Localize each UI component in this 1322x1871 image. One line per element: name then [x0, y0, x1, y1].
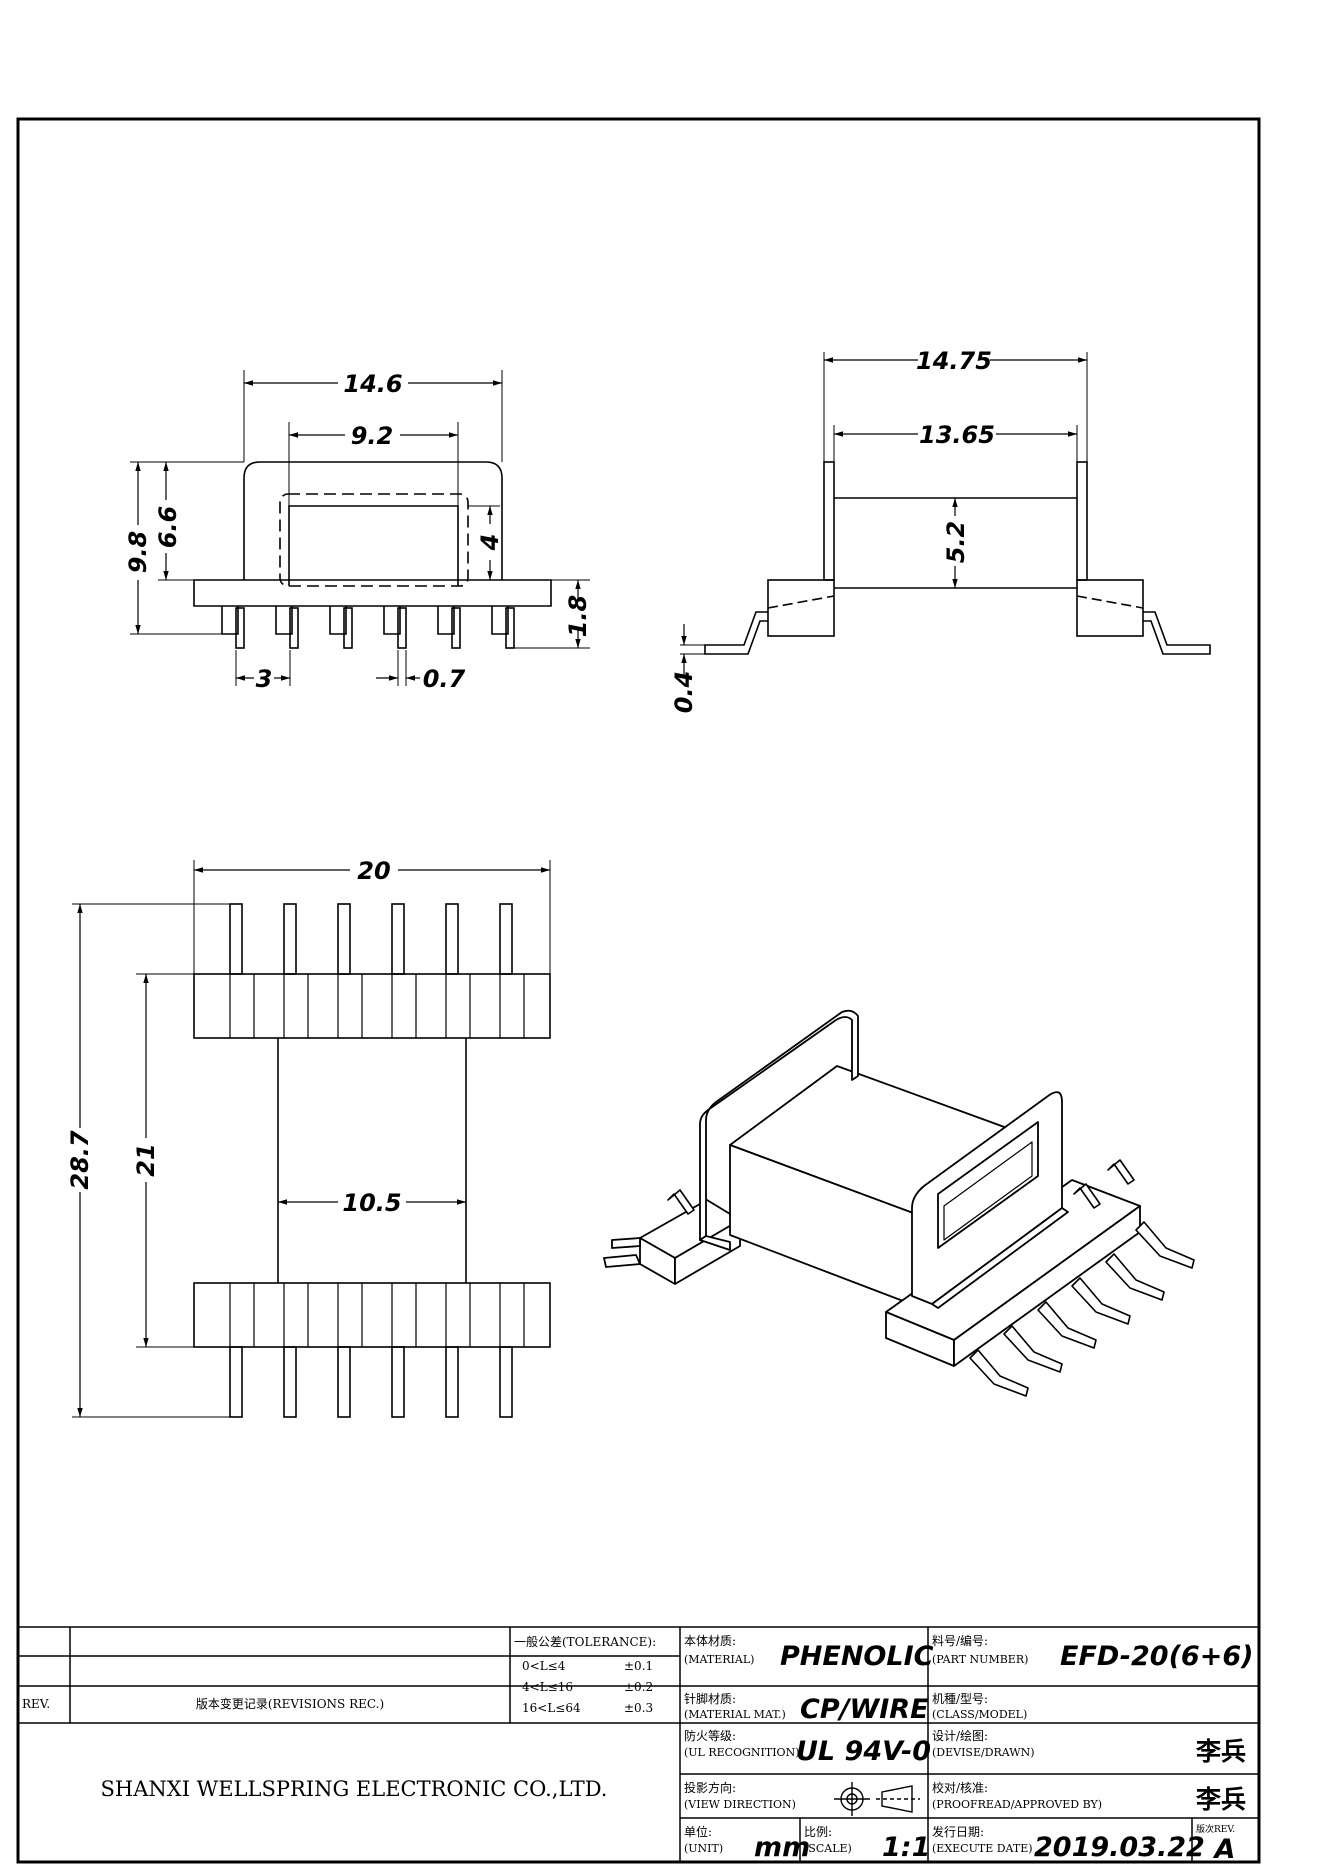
- class-en-label: (CLASS/MODEL): [932, 1708, 1027, 1721]
- dim-front-pin-width: 0.7: [423, 665, 466, 693]
- edition-value: A: [1213, 1834, 1236, 1865]
- tolerance-label: 一般公差(TOLERANCE):: [514, 1634, 656, 1649]
- revisions-label: 版本变更记录(REVISIONS REC.): [196, 1696, 384, 1711]
- title-block-grid: [18, 1626, 1259, 1862]
- material-en-label: (MATERIAL): [684, 1653, 754, 1666]
- unit-cn-label: 单位:: [684, 1824, 712, 1839]
- view-cn-label: 投影方向:: [684, 1780, 736, 1795]
- front-pins: [221, 606, 515, 649]
- design-en-label: (DEVISE/DRAWN): [932, 1746, 1035, 1759]
- proof-en-label: (PROOFREAD/APPROVED BY): [932, 1798, 1102, 1811]
- dim-side-core-height: 5.2: [942, 521, 970, 564]
- date-en-label: (EXECUTE DATE): [932, 1842, 1033, 1855]
- dim-front-window-height: 4: [476, 534, 504, 552]
- scale-value: 1:1: [882, 1832, 930, 1863]
- pin-material-en-label: (MATERIAL MAT.): [684, 1708, 786, 1721]
- ul-value: UL 94V-0: [796, 1736, 931, 1767]
- part-cn-label: 料号/编号:: [932, 1633, 988, 1648]
- dim-front-pin-pitch: 3: [256, 665, 273, 693]
- proof-cn-label: 校对/核准:: [932, 1780, 988, 1795]
- company-name: SHANXI WELLSPRING ELECTRONIC CO.,LTD.: [101, 1777, 608, 1801]
- part-en-label: (PART NUMBER): [932, 1653, 1028, 1666]
- side-view-labels: 14.75 13.65 5.2 0.4: [670, 347, 995, 713]
- projection-symbol-icon: [834, 1782, 920, 1816]
- approver-name: 李兵: [1196, 1785, 1246, 1814]
- dim-front-inner-width: 9.2: [351, 422, 394, 450]
- date-cn-label: 发行日期:: [932, 1824, 984, 1839]
- isometric-view: [603, 1009, 1195, 1397]
- part-number-value: EFD-20(6+6): [1060, 1641, 1253, 1672]
- dim-side-lead-thickness: 0.4: [670, 671, 698, 714]
- dim-top-total-length: 28.7: [66, 1130, 94, 1190]
- dim-side-overall-width: 14.75: [916, 347, 992, 375]
- sheet-border: [16, 117, 1261, 1864]
- tolerance-value-2: ±0.2: [624, 1680, 653, 1694]
- tolerance-range-3: 16<L≤64: [522, 1701, 581, 1715]
- ul-en-label: (UL RECOGNITION): [684, 1746, 799, 1759]
- dim-top-width: 20: [357, 857, 390, 885]
- scale-en-label: (SCALE): [804, 1842, 852, 1855]
- tolerance-value-1: ±0.1: [624, 1659, 653, 1673]
- tolerance-range-1: 0<L≤4: [522, 1659, 566, 1673]
- top-view: [72, 860, 551, 1418]
- class-cn-label: 机種/型号:: [932, 1692, 988, 1706]
- scale-cn-label: 比例:: [804, 1825, 832, 1839]
- tolerance-value-3: ±0.3: [624, 1701, 653, 1715]
- designer-name: 李兵: [1196, 1737, 1246, 1766]
- dim-side-inner-width: 13.65: [919, 421, 995, 449]
- side-view: [680, 352, 1211, 675]
- dim-front-overall-width: 14.6: [343, 370, 402, 398]
- design-cn-label: 设计/绘图:: [932, 1728, 988, 1743]
- unit-value: mm: [754, 1832, 810, 1863]
- date-value: 2019.03.22: [1034, 1832, 1205, 1863]
- dim-front-pin-height: 1.8: [564, 595, 592, 638]
- title-block-text: REV. 版本变更记录(REVISIONS REC.) 一般公差(TOLERAN…: [22, 1633, 1253, 1865]
- pin-material-value: CP/WIRE: [800, 1694, 929, 1725]
- edition-label: 版次REV.: [1196, 1823, 1235, 1835]
- rev-label: REV.: [22, 1697, 50, 1711]
- ul-cn-label: 防火等级:: [684, 1728, 736, 1743]
- dim-top-flange-span: 21: [132, 1143, 160, 1176]
- pin-material-cn-label: 针脚材质:: [684, 1691, 736, 1706]
- dim-front-total-height: 9.8: [124, 531, 152, 574]
- front-view-labels: 14.6 9.2 9.8 6.6 4 1.8 3 0.7: [124, 370, 592, 693]
- material-value: PHENOLIC: [780, 1641, 934, 1672]
- view-en-label: (VIEW DIRECTION): [684, 1798, 796, 1811]
- dim-top-core-width: 10.5: [342, 1189, 401, 1217]
- unit-en-label: (UNIT): [684, 1842, 723, 1855]
- material-cn-label: 本体材质:: [684, 1634, 736, 1648]
- top-view-labels: 20 28.7 21 10.5: [66, 857, 402, 1217]
- dim-front-upper-height: 6.6: [154, 506, 182, 549]
- front-view: [130, 370, 590, 686]
- tolerance-range-2: 4<L≤16: [522, 1680, 573, 1694]
